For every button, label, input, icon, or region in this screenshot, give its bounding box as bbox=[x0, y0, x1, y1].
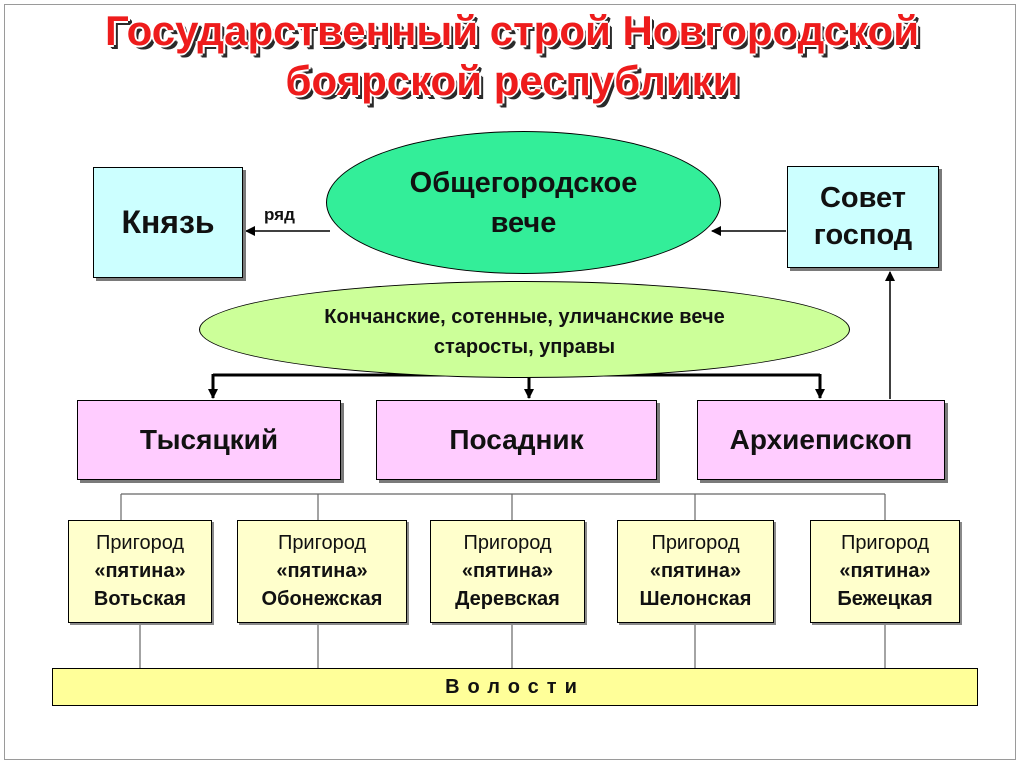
prigorod-name: Обонежская bbox=[261, 588, 383, 610]
prigorod-box-obonezhskaya: Пригород «пятина» Обонежская bbox=[237, 520, 407, 623]
sovet-box: Совет господ bbox=[787, 166, 939, 268]
slide-frame bbox=[4, 4, 1016, 760]
sovet-line-2: господ bbox=[813, 219, 913, 251]
prigorod-type: «пятина» bbox=[94, 560, 186, 582]
ryad-label: ряд bbox=[264, 205, 295, 224]
veche-ellipse: Общегородское вече bbox=[326, 131, 721, 274]
prigorod-type: «пятина» bbox=[276, 560, 368, 582]
posadnik-label: Посадник bbox=[449, 424, 584, 455]
title-line-2: боярской республики bbox=[285, 57, 739, 104]
prigorod-box-votskaya: Пригород «пятина» Вотьская bbox=[68, 520, 212, 623]
archbishop-box: Архиепископ bbox=[697, 400, 945, 480]
konchan-line-2: старосты, управы bbox=[433, 335, 616, 358]
prigorod-box-bezhetskaya: Пригород «пятина» Бежецкая bbox=[810, 520, 960, 623]
volosti-label: Волости bbox=[445, 676, 585, 698]
veche-line-1: Общегородское bbox=[409, 166, 638, 199]
prigorod-type: «пятина» bbox=[461, 560, 554, 582]
page-title: Государственный строй Новгородской боярс… bbox=[0, 6, 1024, 106]
prigorod-label: Пригород bbox=[95, 532, 185, 554]
tysyatsky-box: Тысяцкий bbox=[77, 400, 341, 480]
veche-line-2: вече bbox=[490, 206, 557, 239]
prigorod-label: Пригород bbox=[840, 532, 930, 554]
konchan-line-1: Кончанские, сотенные, уличанские вече bbox=[324, 305, 725, 328]
prigorod-box-shelonskaya: Пригород «пятина» Шелонская bbox=[617, 520, 774, 623]
prigorod-type: «пятина» bbox=[839, 560, 931, 582]
prigorod-type: «пятина» bbox=[649, 560, 742, 582]
prigorod-name: Деревская bbox=[455, 588, 560, 610]
knyaz-box: Князь bbox=[93, 167, 243, 278]
sovet-line-1: Совет bbox=[819, 182, 907, 214]
volosti-bar: Волости bbox=[52, 668, 978, 706]
prigorod-label: Пригород bbox=[277, 532, 367, 554]
prigorod-name: Бежецкая bbox=[837, 588, 933, 610]
prigorod-name: Вотьская bbox=[93, 588, 187, 610]
archbishop-label: Архиепископ bbox=[729, 424, 913, 455]
prigorod-box-derevskaya: Пригород «пятина» Деревская bbox=[430, 520, 585, 623]
prigorod-label: Пригород bbox=[463, 532, 552, 554]
tysyatsky-label: Тысяцкий bbox=[139, 424, 279, 455]
prigorod-name: Шелонская bbox=[639, 588, 752, 610]
title-line-1: Государственный строй Новгородской bbox=[104, 7, 920, 54]
prigorod-label: Пригород bbox=[651, 532, 740, 554]
knyaz-label: Князь bbox=[121, 204, 215, 240]
konchan-ellipse: Кончанские, сотенные, уличанские вече ст… bbox=[199, 281, 850, 378]
posadnik-box: Посадник bbox=[376, 400, 657, 480]
